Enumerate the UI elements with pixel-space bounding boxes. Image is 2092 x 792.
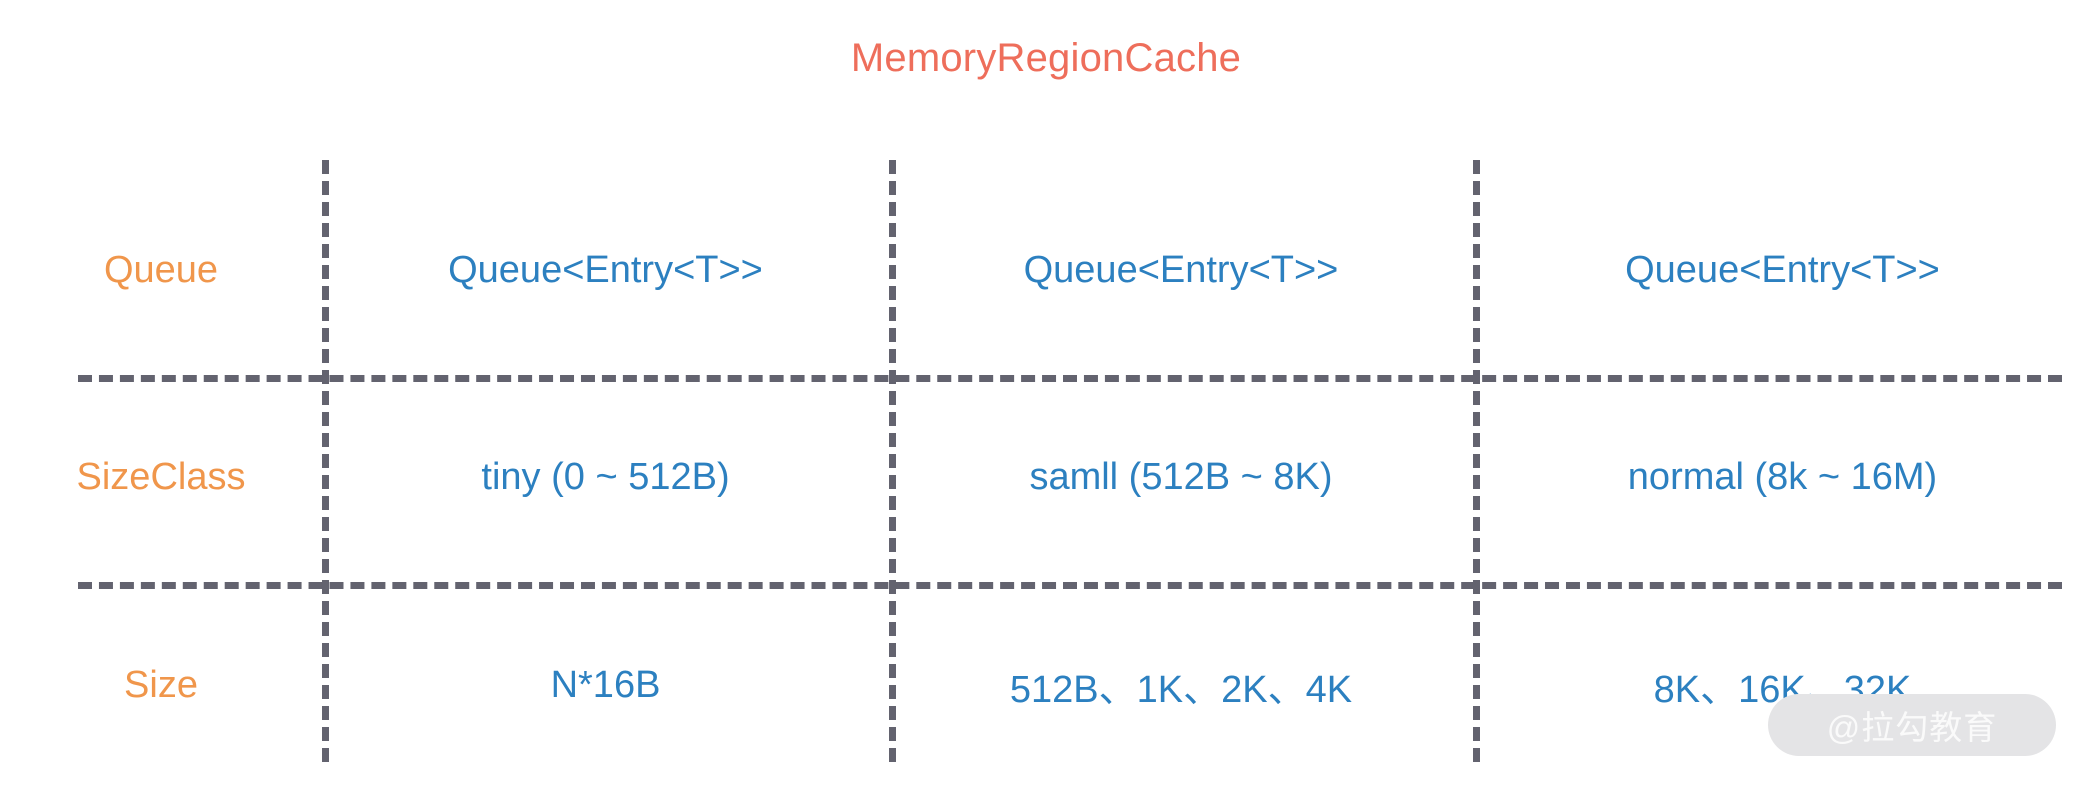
row-divider-2	[78, 582, 2062, 589]
row-label-size: Size	[124, 663, 198, 706]
table-cell-size-tiny: N*16B	[550, 663, 661, 706]
table-cell-sizeclass-normal: normal (8k ~ 16M)	[1627, 455, 1938, 498]
column-divider-2	[889, 160, 896, 762]
table-cell-queue-normal: Queue<Entry<T>>	[1625, 248, 1940, 291]
table-cell-queue-tiny: Queue<Entry<T>>	[448, 248, 763, 291]
row-label-queue: Queue	[103, 248, 219, 291]
table-cell-sizeclass-tiny: tiny (0 ~ 512B)	[481, 455, 730, 498]
row-label-sizeclass: SizeClass	[76, 455, 246, 498]
table-cell-sizeclass-small: samll (512B ~ 8K)	[1029, 455, 1333, 498]
page-title: MemoryRegionCache	[850, 36, 1242, 80]
column-divider-1	[322, 160, 329, 762]
row-divider-1	[78, 375, 2062, 382]
table-cell-queue-small: Queue<Entry<T>>	[1023, 248, 1339, 291]
column-divider-3	[1473, 160, 1480, 762]
watermark-badge: @拉勾教育	[1768, 694, 2056, 756]
table-cell-size-small: 512B、1K、2K、4K	[1009, 668, 1353, 711]
